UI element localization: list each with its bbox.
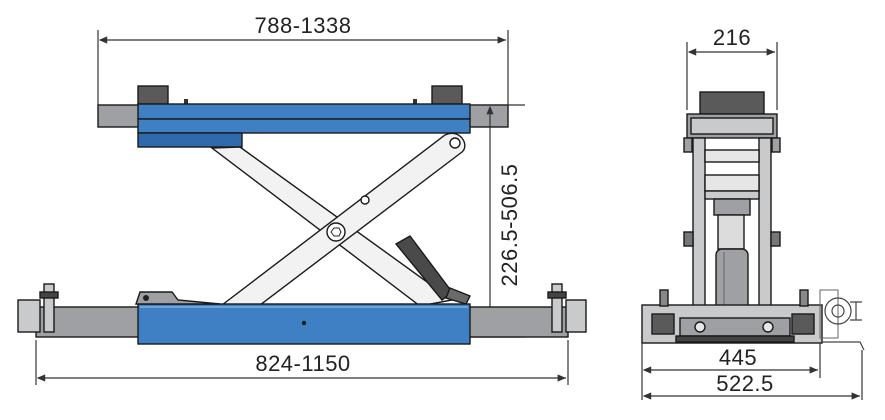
dimension-label-bottom-width: 824-1150 [255, 351, 350, 376]
dimension-side-top-width: 216 [686, 25, 778, 110]
lift-pad-right [431, 85, 463, 105]
dimension-label-top-width: 788-1338 [255, 13, 352, 38]
side-end-clamp [819, 289, 865, 351]
dimension-top-width: 788-1338 [97, 13, 509, 105]
dimension-label-side-inner-width: 445 [719, 345, 757, 370]
lift-pad-left [137, 85, 169, 105]
dimension-label-side-outer-width: 522.5 [716, 371, 774, 396]
side-lift-pad [699, 91, 765, 115]
side-view: 216 [641, 25, 865, 400]
dimension-side-inner-width: 445 [641, 343, 821, 400]
dimension-height: 226.5-506.5 [470, 104, 525, 338]
dimension-label-side-top-width: 216 [713, 25, 751, 50]
bottom-base [17, 283, 587, 345]
scissor-arms [210, 132, 471, 307]
front-view: 788-1338 [17, 13, 587, 385]
dimension-side-outer-width: 522.5 [642, 350, 863, 400]
center-pivot [326, 222, 346, 242]
dimension-label-height: 226.5-506.5 [497, 164, 522, 287]
dimension-bottom-width: 824-1150 [35, 340, 569, 385]
top-platform [97, 85, 509, 148]
